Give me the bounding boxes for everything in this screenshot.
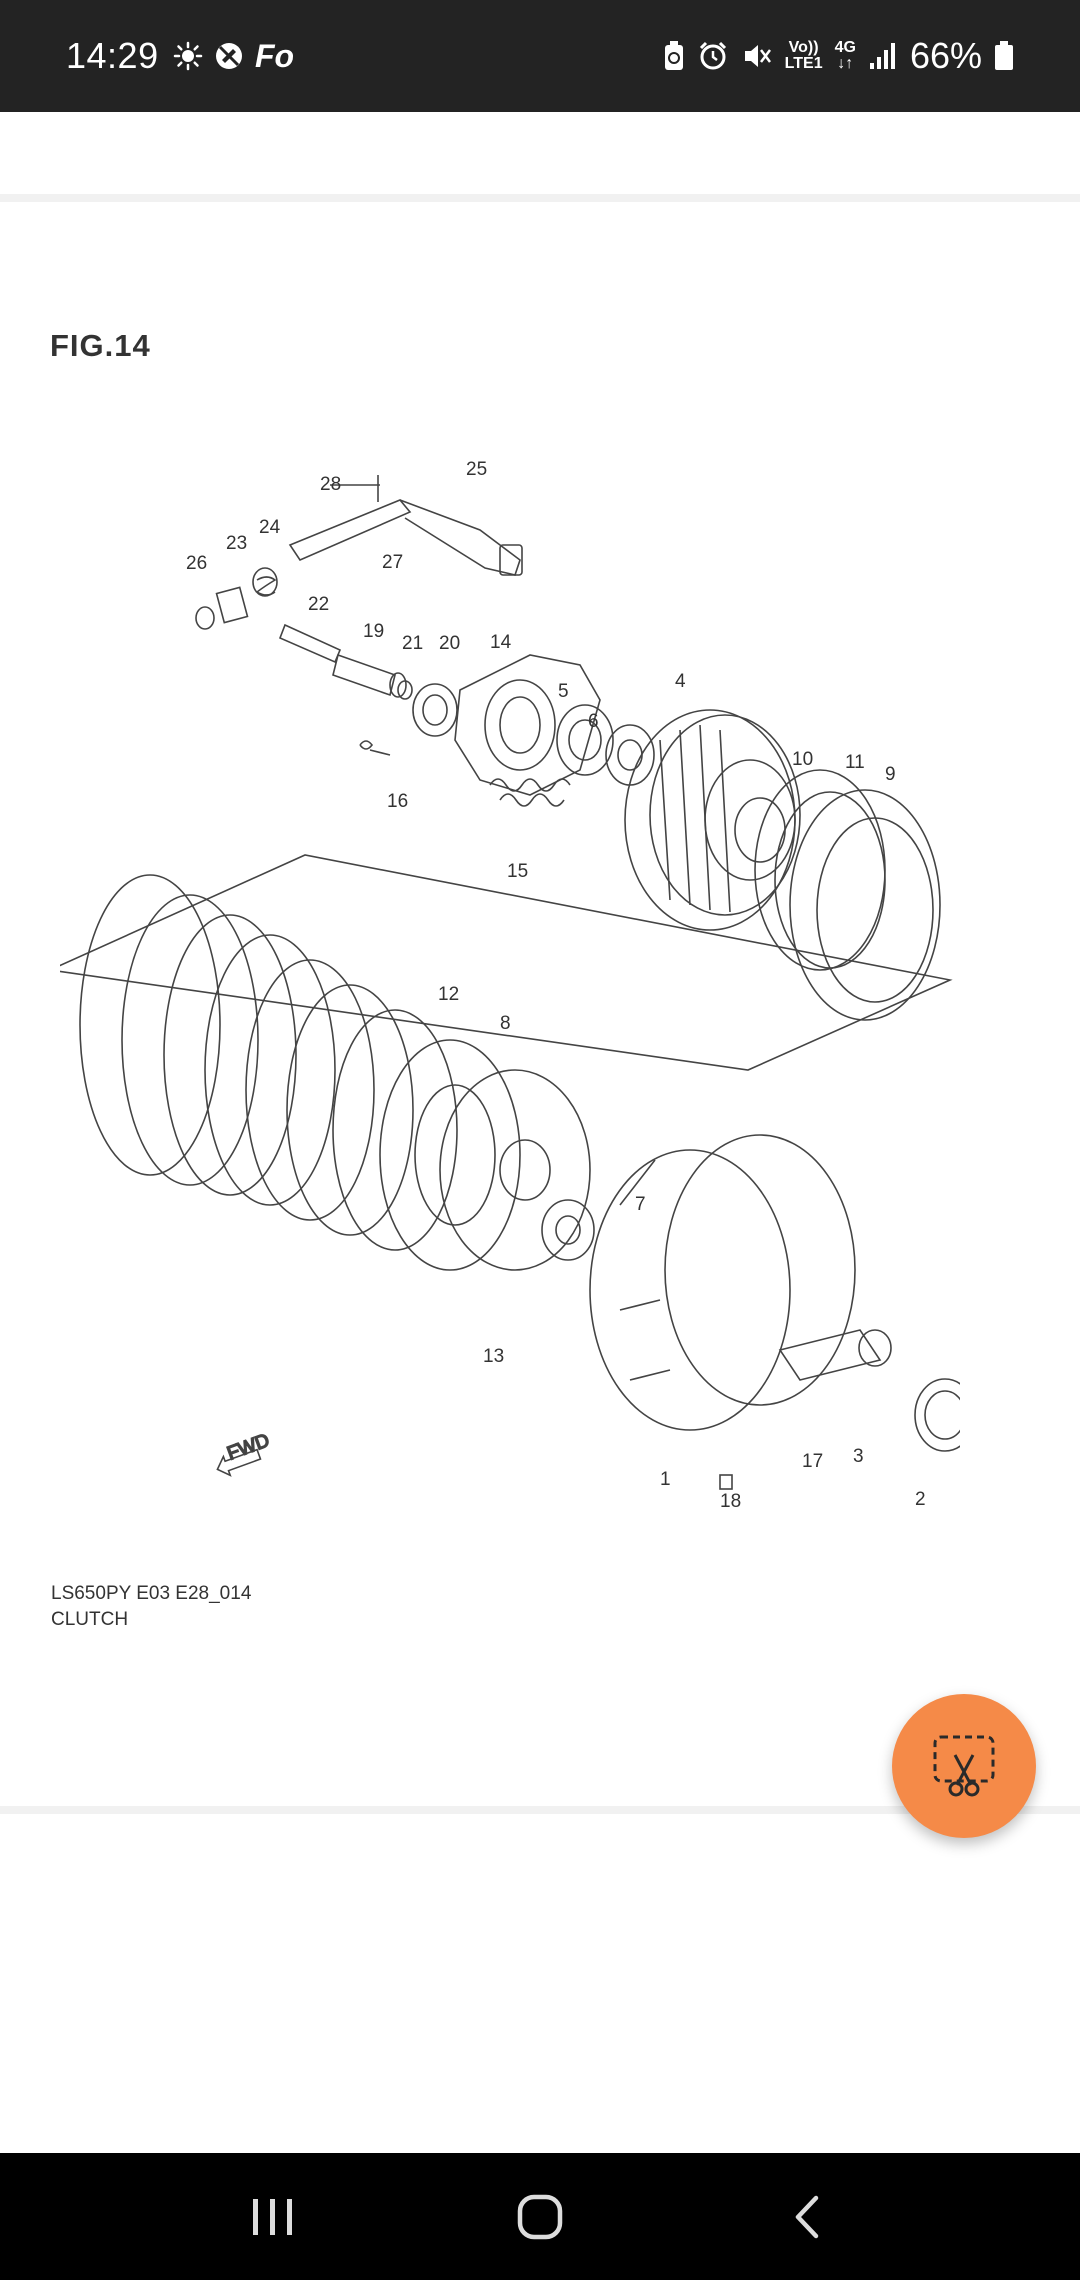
part-number-label: 3: [853, 1446, 864, 1467]
part-number-label: 12: [438, 984, 459, 1005]
diagram-caption-code: LS650PY E03 E28_014: [51, 1583, 252, 1604]
battery-percent: 66%: [909, 35, 982, 76]
recent-apps-button[interactable]: [218, 2167, 328, 2267]
back-button[interactable]: [752, 2167, 862, 2267]
page-divider-bottom: [0, 1806, 1080, 1814]
part-number-label: 26: [186, 553, 207, 574]
primary-driven-gear-housing: [589, 1134, 960, 1490]
volte-label: Vo)): [788, 39, 819, 56]
part-number-label: 16: [387, 791, 408, 812]
part-number-label: 25: [466, 459, 487, 480]
part-number-label: 15: [507, 861, 528, 882]
small-parts-group: [195, 567, 458, 756]
part-number-label: 10: [792, 749, 813, 770]
svg-text:Fo: Fo: [255, 39, 294, 73]
part-number-label: 20: [439, 633, 460, 654]
part-number-label: 6: [588, 711, 599, 732]
home-button[interactable]: [485, 2167, 595, 2267]
part-number-label: 17: [802, 1451, 823, 1472]
mute-icon: [744, 45, 771, 67]
screenshot-crop-button[interactable]: [892, 1694, 1036, 1838]
clutch-release-lever: [288, 475, 523, 576]
page-divider-top: [0, 194, 1080, 202]
recent-apps-icon: [253, 2198, 293, 2235]
part-number-label: 2: [915, 1489, 926, 1510]
clutch-springs: [489, 778, 571, 807]
volte-indicator: Vo)) LTE1: [785, 40, 823, 72]
lte-label: LTE1: [784, 55, 823, 72]
battery-icon: [995, 41, 1013, 70]
network-type-label: 4G: [834, 39, 856, 56]
location-off-icon: [215, 43, 242, 69]
status-left-icons: Fo: [173, 39, 299, 73]
part-number-label: 22: [308, 594, 329, 615]
part-number-label: 19: [363, 621, 384, 642]
part-number-label: 8: [500, 1013, 511, 1034]
part-number-label: 24: [259, 517, 281, 538]
part-number-label: 13: [483, 1346, 504, 1367]
clutch-sleeve-hub: [624, 709, 801, 931]
status-time: 14:29: [66, 35, 159, 76]
part-number-label: 18: [720, 1491, 741, 1512]
part-number-label: 21: [402, 633, 423, 654]
system-navigation-bar: [0, 2153, 1080, 2280]
network-type-indicator: 4G ↓↑: [835, 40, 856, 72]
part-number-label: 27: [382, 552, 403, 573]
data-arrows-icon: ↓↑: [837, 55, 854, 72]
part-number-label: 11: [845, 752, 865, 773]
part-number-label: 9: [885, 764, 896, 785]
status-bar: 14:29 Fo: [0, 0, 1080, 112]
pressure-plate: [454, 654, 601, 796]
signal-icon: [869, 43, 895, 69]
part-number-label: 5: [558, 681, 569, 702]
document-page: [0, 202, 1080, 1806]
home-icon: [517, 2194, 563, 2239]
status-right-icons: Vo)) LTE1 4G ↓↑ 66%: [663, 35, 1014, 77]
part-number-label: 7: [635, 1194, 646, 1215]
back-icon: [795, 2195, 818, 2238]
battery-saver-icon: [664, 41, 683, 70]
brightness-icon: [173, 41, 202, 71]
alarm-icon: [699, 41, 726, 70]
part-number-label: 1: [660, 1469, 671, 1490]
screenshot-crop-icon: [933, 1735, 995, 1797]
part-number-label: 4: [675, 671, 686, 692]
friction-plate-stack: [79, 874, 521, 1271]
part-number-label: 23: [226, 533, 247, 554]
fwd-arrow: [216, 1448, 262, 1477]
part-number-label: 28: [320, 474, 341, 495]
fo-app-icon: Fo: [255, 39, 294, 73]
diagram-caption-name: CLUTCH: [51, 1609, 129, 1630]
figure-title: FIG.14: [50, 328, 151, 363]
part-number-label: 14: [490, 632, 512, 653]
top-blank-area: [0, 112, 1080, 194]
